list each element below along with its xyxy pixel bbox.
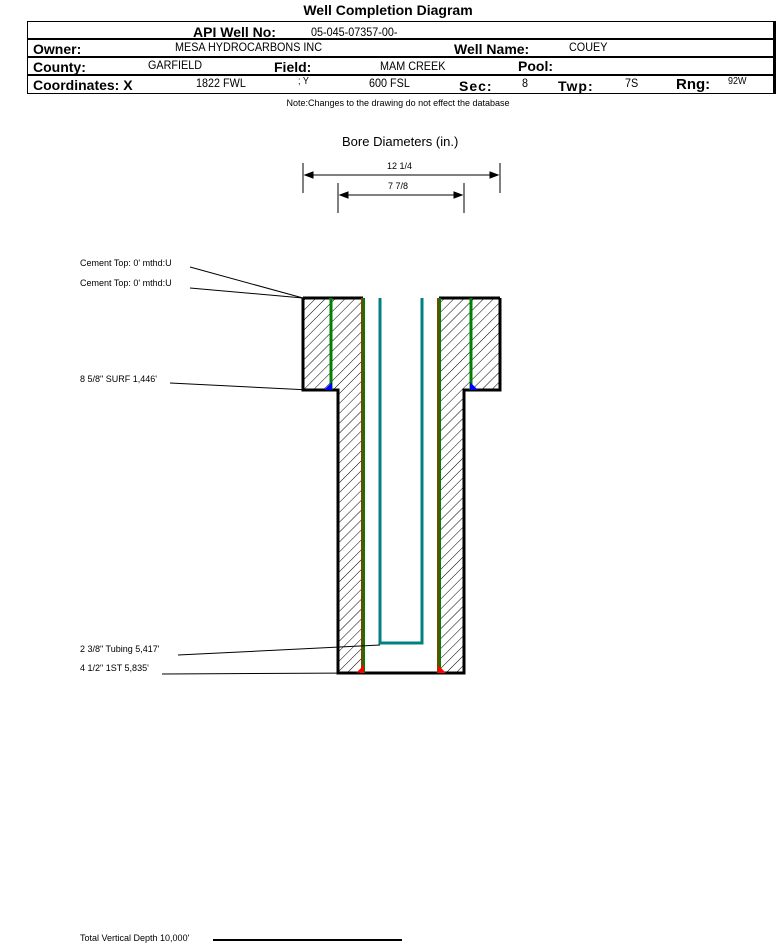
owner-value: MESA HYDROCARBONS INC (175, 40, 323, 54)
leader-lines (161, 266, 402, 941)
sec-label: Sec: (459, 78, 493, 94)
owner-row: Owner: MESA HYDROCARBONS INC Well Name: … (28, 38, 773, 57)
surface-casing (329, 298, 473, 390)
bore-inner-label: 7 7/8 (388, 181, 409, 191)
well-name-label: Well Name: (454, 41, 530, 57)
cement-top-label-2: Cement Top: 0' mthd:U (80, 278, 172, 288)
bore-outer-dimension (302, 163, 501, 193)
twp-label: Twp: (558, 78, 594, 94)
well-name-value: COUEY (569, 40, 608, 54)
production-shoe-right (438, 665, 446, 673)
api-value: 05-045-07357-00- (311, 25, 398, 39)
surface-shoe-left (324, 382, 332, 390)
y-value: 600 FSL (369, 76, 410, 90)
bore-inner-dimension (337, 183, 465, 213)
y-label: ; Y (298, 76, 309, 87)
coordinates-label: Coordinates: X (33, 77, 133, 93)
county-label: County: (33, 59, 86, 75)
well-header-table: API Well No: 05-045-07357-00- Owner: MES… (27, 21, 776, 94)
tubing-label: 2 3/8" Tubing 5,417' (80, 644, 160, 654)
rng-value: 92W (728, 76, 747, 87)
production-shoe-left (356, 665, 364, 673)
bore-outer-label: 12 1/4 (387, 161, 413, 171)
county-value: GARFIELD (148, 58, 203, 72)
production-casing-label: 4 1/2" 1ST 5,835' (80, 663, 149, 673)
field-value: MAM CREEK (380, 59, 446, 73)
api-label: API Well No: (193, 24, 276, 40)
pool-label: Pool: (518, 58, 553, 74)
bore-diameters-title: Bore Diameters (in.) (342, 134, 459, 149)
county-row: County: GARFIELD Field: MAM CREEK Pool: (28, 56, 773, 75)
total-depth-label: Total Vertical Depth 10,000' (80, 933, 190, 943)
note: Note:Changes to the drawing do not effec… (286, 98, 510, 108)
cement-left (303, 298, 363, 673)
x-value: 1822 FWL (196, 76, 246, 90)
surface-casing-label: 8 5/8" SURF 1,446' (80, 374, 157, 384)
owner-label: Owner: (33, 41, 82, 57)
coordinates-row: Coordinates: X 1822 FWL ; Y 600 FSL Sec:… (28, 74, 773, 94)
sec-value: 8 (522, 76, 529, 90)
twp-value: 7S (625, 76, 639, 90)
page-title: Well Completion Diagram (303, 2, 473, 18)
tubing (378, 298, 424, 645)
cement-right (439, 298, 500, 673)
cement-top-label-1: Cement Top: 0' mthd:U (80, 258, 172, 268)
rng-label: Rng: (676, 76, 711, 93)
surface-shoe-right (470, 382, 478, 390)
field-label: Field: (274, 59, 312, 75)
production-casing (361, 298, 441, 673)
